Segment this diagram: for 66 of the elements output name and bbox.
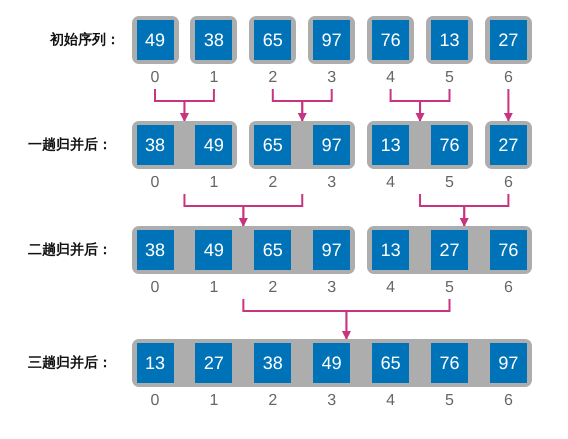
number-cell: 65 bbox=[254, 20, 292, 60]
index-number: 4 bbox=[385, 174, 396, 192]
number-cell: 97 bbox=[313, 20, 350, 60]
index-number: 6 bbox=[502, 69, 514, 87]
row-label: 一趟归并后： bbox=[27, 136, 112, 154]
index-number: 3 bbox=[326, 69, 338, 87]
group-box bbox=[367, 121, 473, 169]
number-cell: 97 bbox=[313, 125, 350, 165]
index-number: 5 bbox=[444, 392, 455, 410]
row-label: 初始序列： bbox=[48, 31, 120, 49]
number-cell: 76 bbox=[431, 343, 468, 383]
group-box bbox=[132, 339, 532, 387]
index-number: 2 bbox=[267, 279, 278, 297]
number-cell: 49 bbox=[136, 20, 174, 60]
index-number: 1 bbox=[208, 279, 220, 297]
index-number: 1 bbox=[208, 392, 220, 410]
number-cell: 38 bbox=[136, 230, 174, 270]
number-cell: 13 bbox=[431, 20, 468, 60]
number-cell: 65 bbox=[254, 230, 292, 270]
index-number: 1 bbox=[208, 174, 220, 192]
index-number: 6 bbox=[502, 392, 514, 410]
index-number: 3 bbox=[326, 174, 338, 192]
index-number: 6 bbox=[502, 174, 514, 192]
number-cell: 65 bbox=[372, 343, 410, 383]
index-number: 0 bbox=[150, 392, 160, 410]
number-cell: 49 bbox=[195, 125, 232, 165]
index-number: 0 bbox=[150, 279, 160, 297]
number-cell: 76 bbox=[430, 125, 468, 165]
index-number: 0 bbox=[150, 174, 160, 192]
number-cell: 13 bbox=[136, 343, 174, 383]
row-label: 二趟归并后： bbox=[27, 241, 112, 259]
index-number: 3 bbox=[326, 392, 338, 410]
row-label: 三趟归并后： bbox=[27, 354, 112, 372]
index-number: 1 bbox=[208, 69, 220, 87]
number-cell: 38 bbox=[195, 20, 232, 60]
index-number: 2 bbox=[267, 174, 278, 192]
number-cell: 13 bbox=[372, 230, 410, 270]
group-box bbox=[249, 121, 356, 169]
number-cell: 97 bbox=[313, 230, 350, 270]
index-number: 0 bbox=[150, 69, 160, 87]
group-box bbox=[132, 121, 238, 169]
index-number: 2 bbox=[267, 69, 278, 87]
number-cell: 38 bbox=[136, 125, 174, 165]
number-cell: 49 bbox=[313, 343, 350, 383]
number-cell: 76 bbox=[372, 20, 410, 60]
number-cell: 49 bbox=[195, 230, 232, 270]
index-number: 5 bbox=[444, 279, 455, 297]
index-number: 3 bbox=[326, 279, 338, 297]
index-number: 2 bbox=[267, 392, 278, 410]
number-cell: 76 bbox=[490, 230, 527, 270]
number-cell: 97 bbox=[490, 343, 527, 383]
number-cell: 27 bbox=[195, 343, 232, 383]
number-cell: 27 bbox=[490, 125, 527, 165]
index-number: 5 bbox=[444, 174, 455, 192]
number-cell: 13 bbox=[372, 125, 410, 165]
number-cell: 27 bbox=[430, 230, 468, 270]
index-number: 4 bbox=[385, 392, 396, 410]
group-box bbox=[132, 226, 356, 274]
index-number: 4 bbox=[385, 279, 396, 297]
group-box bbox=[367, 226, 532, 274]
number-cell: 27 bbox=[490, 20, 527, 60]
number-cell: 65 bbox=[254, 125, 292, 165]
index-number: 4 bbox=[385, 69, 396, 87]
number-cell: 38 bbox=[254, 343, 292, 383]
index-number: 5 bbox=[444, 69, 455, 87]
index-number: 6 bbox=[502, 279, 514, 297]
